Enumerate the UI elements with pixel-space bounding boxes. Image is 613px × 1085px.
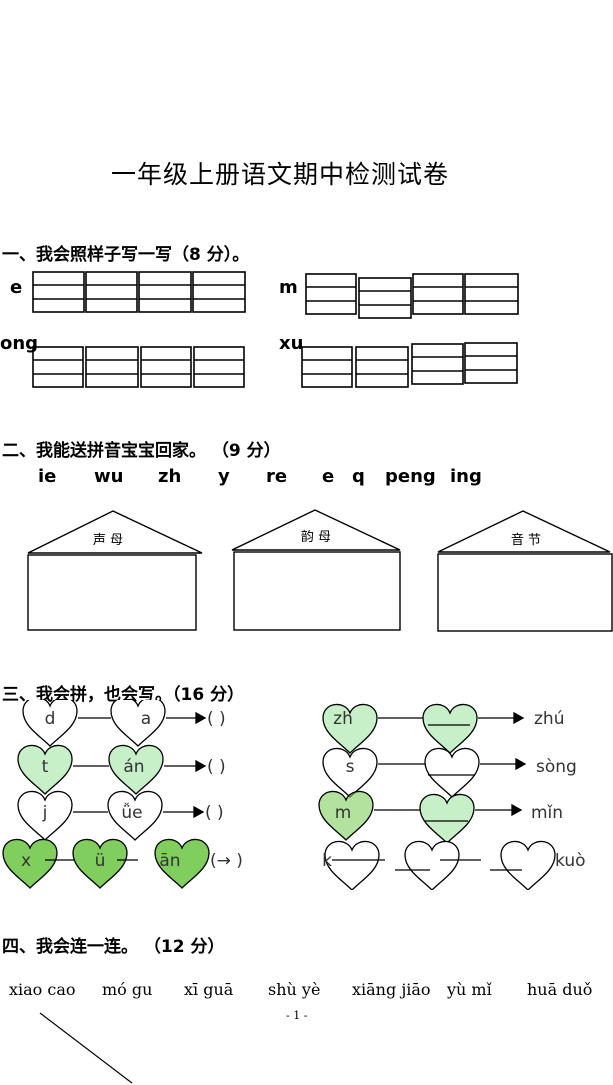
letter-an2: ān <box>159 851 180 871</box>
grid-ong-4 <box>193 346 245 388</box>
result-kuo: kuò <box>555 851 586 871</box>
result-blank-1: ( ) <box>207 709 226 729</box>
section1-heading: 一、我会照样子写一写（8 分）。 <box>2 245 250 265</box>
syllable-e: e <box>322 466 335 487</box>
grid-m-1 <box>305 273 357 315</box>
result-blank-4: (→ ) <box>210 851 243 871</box>
heart-blank-3 <box>419 793 475 844</box>
prompt-m: m <box>279 277 298 298</box>
letter-s: s <box>346 757 355 777</box>
result-zhu: zhú <box>534 709 564 729</box>
syllable-q: q <box>352 466 365 487</box>
syllable-peng: peng <box>385 466 436 487</box>
letter-x: x <box>21 851 31 871</box>
word-huaduo: huā duǒ <box>527 980 593 999</box>
word-shuye: shù yè <box>268 980 321 999</box>
prompt-ong: ong <box>0 333 39 354</box>
syllable-re: re <box>266 466 288 487</box>
letter-a: a <box>141 709 151 729</box>
word-xiaocao: xiao cao <box>9 980 76 999</box>
grid-ong-2 <box>85 346 139 388</box>
heart-blank-1 <box>422 703 478 754</box>
syllable-ie: ie <box>38 466 57 487</box>
result-blank-2: ( ) <box>207 757 226 777</box>
house-yunmu <box>231 509 401 631</box>
letter-t: t <box>42 757 49 777</box>
grid-m-2 <box>358 277 412 319</box>
syllable-wu: wu <box>94 466 124 487</box>
letter-k: k <box>322 851 332 871</box>
word-xigua: xī guā <box>184 980 234 999</box>
letter-u: ü <box>95 851 106 871</box>
house-label-yunmu: 韵 母 <box>301 530 331 545</box>
syllable-zh: zh <box>158 466 182 487</box>
letter-ue: ǚe <box>121 802 142 823</box>
grid-xu-3 <box>411 343 464 385</box>
result-min: mǐn <box>531 803 563 823</box>
syllable-ing: ing <box>450 466 482 487</box>
result-song: sòng <box>536 757 577 777</box>
syllable-y: y <box>218 466 230 487</box>
word-xiangjiao: xiāng jiāo <box>352 980 431 999</box>
grid-e-1 <box>32 271 85 313</box>
grid-ong-1 <box>32 346 84 388</box>
house-label-yinjie: 音 节 <box>511 532 541 548</box>
four-line-grids <box>32 271 519 388</box>
letter-d: d <box>45 709 56 729</box>
section2-heading: 二、我能送拼音宝宝回家。 （9 分） <box>2 441 281 461</box>
heart-k <box>324 840 380 890</box>
heart-a <box>110 700 166 747</box>
prompt-xu: xu <box>279 333 304 354</box>
grid-e-2 <box>85 271 138 313</box>
heart-blank-5 <box>500 840 556 890</box>
letter-m: m <box>335 803 352 823</box>
grid-e-3 <box>138 271 192 313</box>
grid-ong-3 <box>140 346 192 388</box>
house-yinjie <box>437 510 613 632</box>
grid-xu-4 <box>464 342 518 384</box>
word-mogu: mó gu <box>102 980 153 999</box>
letter-zh: zh <box>333 709 353 729</box>
grid-e-4 <box>192 271 246 313</box>
heart-blank-4 <box>404 840 460 890</box>
pinyin-houses: 声 母 韵 母 音 节 <box>27 509 613 632</box>
page-number: - 1 - <box>286 1009 308 1022</box>
result-blank-3: ( ) <box>205 803 224 823</box>
house-label-shengmu: 声 母 <box>93 533 123 548</box>
prompt-e: e <box>10 277 23 298</box>
grid-xu-2 <box>355 346 409 388</box>
section4-heading: 四、我会连一连。 （12 分） <box>2 937 225 957</box>
grid-xu-1 <box>301 346 353 388</box>
grid-m-4 <box>464 273 519 315</box>
heart-spelling-exercise: d a ( ) t án ( ) j ǚe ( ) x ü ān (→ ) zh… <box>2 700 586 890</box>
page-title: 一年级上册语文期中检测试卷 <box>110 160 449 189</box>
letter-j: j <box>42 803 48 823</box>
word-yumi: yù mǐ <box>447 980 492 999</box>
house-shengmu <box>27 510 203 631</box>
heart-blank-2 <box>424 747 480 798</box>
letter-an: án <box>123 757 144 777</box>
connect-line <box>39 1012 133 1084</box>
grid-m-3 <box>412 273 464 315</box>
